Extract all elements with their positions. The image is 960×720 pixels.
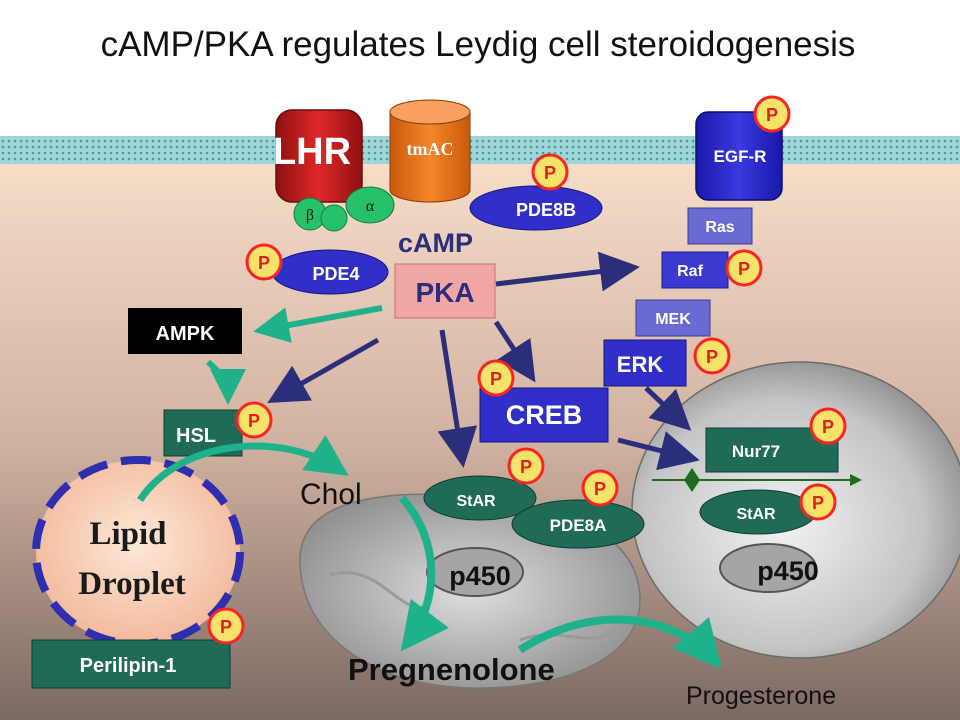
hsl-label: HSL: [176, 425, 216, 447]
lipid-droplet: Lipid Droplet: [32, 456, 244, 648]
arrow-creb-to-nur77: [617, 431, 700, 471]
diagram-title: cAMP/PKA regulates Leydig cell steroidog…: [101, 25, 856, 64]
svg-text:P: P: [490, 369, 502, 389]
mito-p450-label: p450: [449, 561, 511, 591]
svg-text:P: P: [766, 105, 778, 125]
lipid-droplet-label-1: Lipid: [89, 516, 166, 552]
arrow-chol-to-pregnenolone: [399, 495, 449, 652]
star-nucleus-label: StAR: [736, 506, 776, 523]
mek-label: MEK: [655, 311, 691, 328]
phospho-erk: P: [693, 337, 731, 375]
star-mito-enzyme: StAR: [423, 475, 537, 521]
ampk-box: AMPK: [128, 308, 242, 354]
nuclear-p450-label: p450: [757, 556, 819, 586]
g-protein: β α: [293, 186, 395, 232]
arrow-pka-to-hsl: [267, 337, 380, 403]
nur77-label: Nur77: [732, 442, 780, 461]
svg-text:P: P: [220, 617, 232, 637]
svg-text:P: P: [822, 417, 834, 437]
phospho-nur77: P: [809, 407, 847, 445]
phospho-creb: P: [477, 359, 515, 397]
ras-box: Ras: [687, 207, 753, 245]
g-alpha-label: α: [366, 198, 375, 215]
plasma-membrane: [0, 136, 960, 164]
chol-label: Chol: [300, 478, 362, 511]
pde8b-enzyme: PDE8B: [469, 185, 603, 231]
raf-box: Raf: [661, 251, 729, 289]
lhr-receptor: LHR: [273, 109, 363, 203]
arrow-pka-to-raf: [495, 251, 640, 292]
phospho-perilipin: P: [207, 607, 245, 645]
ampk-label: AMPK: [156, 323, 215, 345]
phospho-pde4: P: [245, 243, 283, 281]
phospho-star-mito: P: [507, 447, 545, 485]
pka-signaling-arrows: [267, 251, 700, 471]
gene-promoter-line: [652, 468, 862, 492]
arrow-erk-to-nur77: [644, 386, 692, 431]
arrow-lipid-to-chol: [137, 435, 349, 502]
svg-text:P: P: [812, 493, 824, 513]
egfr-label: EGF-R: [714, 147, 767, 166]
ras-label: Ras: [705, 219, 734, 236]
pde8b-label: PDE8B: [516, 200, 576, 220]
nuclear-p450-organelle: [719, 543, 817, 593]
egfr-receptor: EGF-R: [695, 111, 783, 201]
pka-label: PKA: [415, 277, 474, 308]
svg-text:P: P: [258, 253, 270, 273]
star-nucleus-enzyme: StAR: [699, 489, 817, 535]
perilipin-box: Perilipin-1: [31, 639, 231, 689]
phospho-raf: P: [725, 249, 763, 287]
progesterone-label: Progesterone: [686, 682, 836, 710]
teal-arrows: [137, 305, 722, 670]
pregnenolone-label: Pregnenolone: [348, 652, 555, 687]
phospho-hsl: P: [235, 401, 273, 439]
pde8a-label: PDE8A: [550, 516, 607, 535]
svg-text:P: P: [544, 163, 556, 183]
tmac-channel: tmAC: [389, 99, 471, 203]
star-mito-label: StAR: [456, 493, 496, 510]
lipid-droplet-label-2: Droplet: [78, 566, 186, 602]
creb-label: CREB: [506, 400, 583, 430]
lhr-label: LHR: [273, 131, 351, 173]
tmac-label: tmAC: [407, 139, 454, 159]
svg-text:P: P: [520, 457, 532, 477]
pde4-label: PDE4: [312, 264, 359, 284]
svg-text:P: P: [594, 479, 606, 499]
phospho-star-nucleus: P: [799, 483, 837, 521]
arrow-pregnenolone-to-progesterone: [517, 615, 722, 670]
erk-box: ERK: [603, 339, 687, 387]
svg-text:P: P: [248, 411, 260, 431]
phospho-pde8b: P: [531, 153, 569, 191]
phospho-egfr: P: [753, 95, 791, 133]
creb-box: CREB: [479, 387, 609, 443]
pka-box: PKA: [394, 263, 496, 319]
arrow-pka-to-creb: [493, 320, 536, 383]
svg-text:P: P: [706, 347, 718, 367]
arrow-pka-to-star: [437, 329, 478, 468]
pde4-enzyme: PDE4: [271, 249, 389, 295]
raf-label: Raf: [677, 263, 703, 280]
mek-box: MEK: [635, 299, 711, 337]
arrow-pka-to-ampk: [253, 305, 383, 343]
mito-p450-organelle: [426, 547, 524, 597]
pde8a-enzyme: PDE8A: [511, 499, 645, 549]
phospho-pde8a: P: [581, 469, 619, 507]
svg-text:P: P: [738, 259, 750, 279]
g-beta-label: β: [306, 207, 314, 224]
erk-label: ERK: [617, 352, 664, 377]
arrow-ampk-to-hsl: [206, 359, 246, 405]
perilipin-label: Perilipin-1: [80, 655, 177, 677]
camp-label: cAMP: [398, 228, 473, 258]
